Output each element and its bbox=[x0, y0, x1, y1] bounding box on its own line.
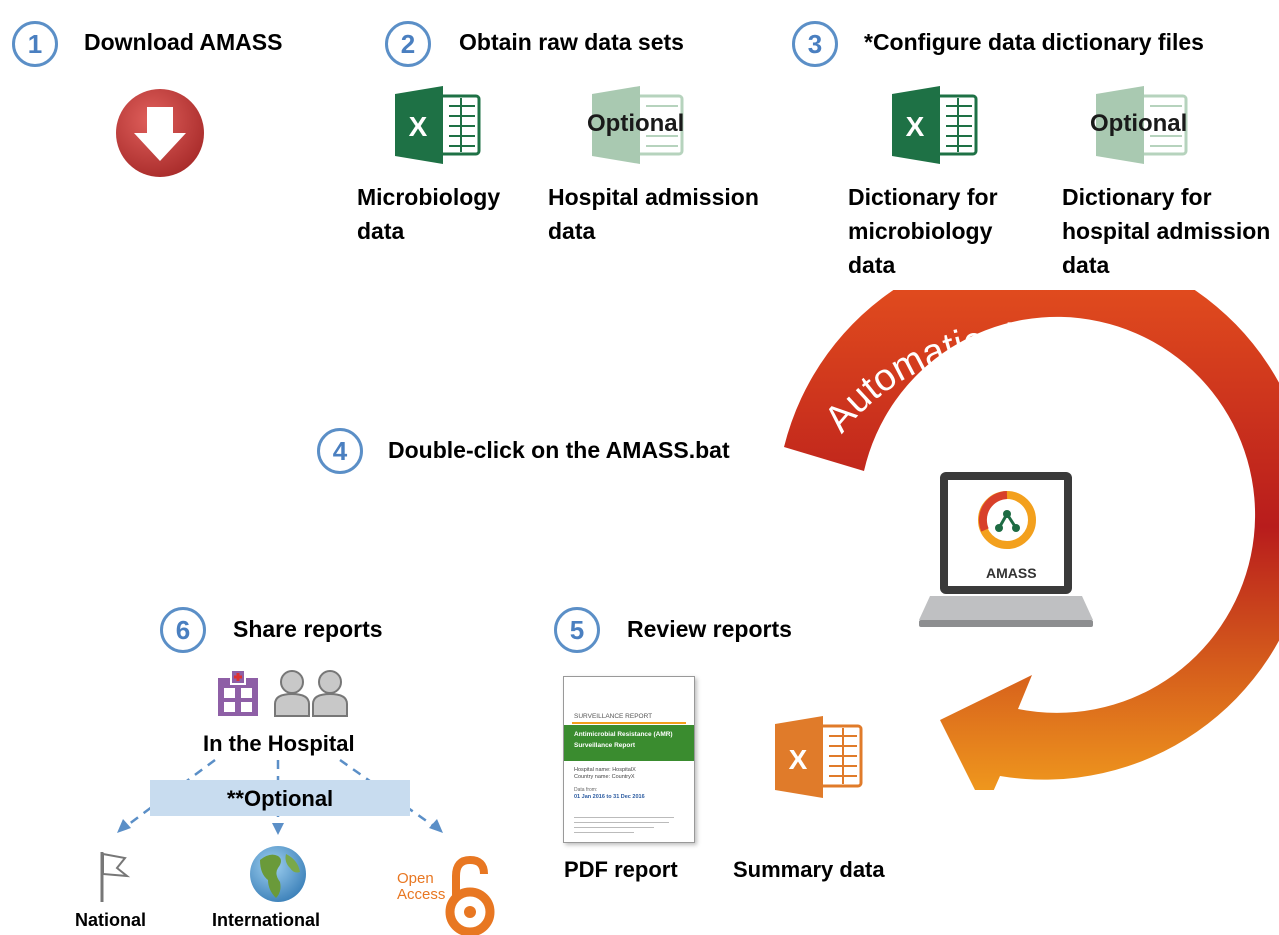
laptop-app-name: AMASS bbox=[986, 565, 1037, 581]
hospital-icon bbox=[218, 669, 258, 716]
step-4-title: Double-click on the AMASS.bat bbox=[388, 437, 730, 463]
open-access-lock-icon bbox=[445, 855, 495, 935]
step-4-number: 4 bbox=[317, 428, 363, 474]
step-6-number: 6 bbox=[160, 607, 206, 653]
open-access-text: Open Access bbox=[397, 871, 445, 903]
step-1-number: 1 bbox=[12, 21, 58, 67]
hospital-dictionary-optional-label: Optional bbox=[1090, 110, 1188, 137]
step-2-number: 2 bbox=[385, 21, 431, 67]
pdf-report-label: PDF report bbox=[564, 857, 678, 882]
pdf-data-from: Data from: bbox=[574, 787, 598, 793]
optional-bar-label: **Optional bbox=[226, 786, 334, 811]
step-5-number: 5 bbox=[554, 607, 600, 653]
amass-logo bbox=[978, 491, 1036, 549]
step-1-title: Download AMASS bbox=[84, 29, 283, 55]
pdf-hospital: Hospital name: HospitalX bbox=[574, 767, 636, 773]
people-icon bbox=[274, 670, 348, 717]
pdf-title-1: Antimicrobial Resistance (AMR) bbox=[574, 731, 673, 738]
excel-icon-microbiology-dictionary: X bbox=[892, 86, 978, 164]
hospital-data-optional-label: Optional bbox=[587, 110, 685, 137]
excel-icon-hospital-admission-faded bbox=[592, 86, 684, 164]
svg-text:X: X bbox=[906, 111, 925, 142]
pdf-country: Country name: CountryX bbox=[574, 774, 635, 780]
svg-text:X: X bbox=[409, 111, 428, 142]
excel-icon-hospital-dictionary-faded bbox=[1096, 86, 1188, 164]
summary-data-label: Summary data bbox=[733, 857, 885, 882]
microbiology-data-label: Microbiology data bbox=[357, 184, 501, 244]
microbiology-dictionary-label: Dictionary for microbiology data bbox=[848, 184, 998, 278]
download-icon bbox=[116, 89, 204, 177]
open-access-line-2: Access bbox=[397, 886, 446, 903]
excel-icon-summary: X bbox=[775, 716, 863, 798]
pdf-title-2: Surveillance Report bbox=[574, 742, 636, 749]
step-2-title: Obtain raw data sets bbox=[459, 29, 684, 55]
national-label: National bbox=[75, 910, 147, 930]
flag-icon bbox=[100, 852, 131, 902]
svg-text:X: X bbox=[789, 744, 808, 775]
international-label: International bbox=[212, 910, 321, 930]
pdf-header: SURVEILLANCE REPORT bbox=[574, 713, 653, 720]
excel-icon-microbiology: X bbox=[395, 86, 481, 164]
step-3-title: *Configure data dictionary files bbox=[864, 29, 1204, 55]
open-access-line-1: Open bbox=[397, 870, 434, 887]
pdf-report-thumbnail: SURVEILLANCE REPORT Antimicrobial Resist… bbox=[563, 676, 695, 843]
pdf-date-range: 01 Jan 2016 to 31 Dec 2016 bbox=[574, 794, 645, 800]
hospital-admission-dictionary-label: Dictionary for hospital admission data bbox=[1062, 184, 1271, 278]
in-the-hospital-label: In the Hospital bbox=[203, 731, 355, 756]
optional-bar bbox=[150, 780, 410, 816]
step-6-title: Share reports bbox=[233, 616, 383, 642]
globe-icon bbox=[250, 846, 306, 902]
step-3-number: 3 bbox=[792, 21, 838, 67]
laptop-icon bbox=[919, 472, 1093, 627]
step-5-title: Review reports bbox=[627, 616, 792, 642]
automatically-generate-reports-arrow: Automatically generate reports bbox=[784, 290, 1279, 790]
hospital-admission-data-label: Hospital admission data bbox=[548, 184, 759, 244]
